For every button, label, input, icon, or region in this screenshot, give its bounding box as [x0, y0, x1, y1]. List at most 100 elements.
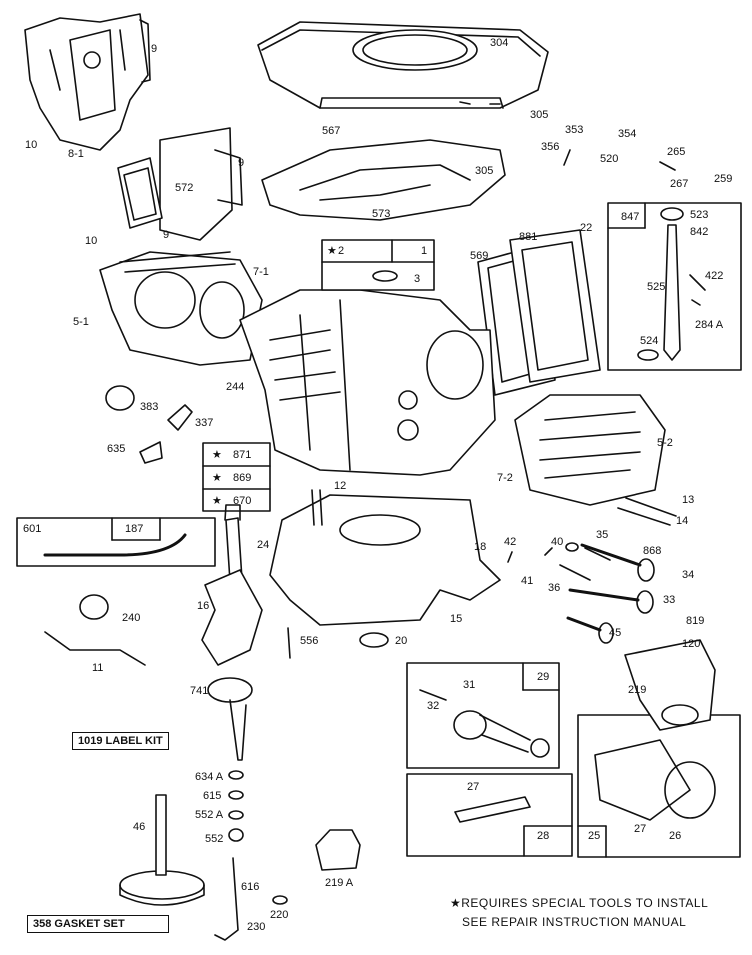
- part-label-2: 2: [338, 245, 345, 257]
- part-label-741: 741: [190, 685, 209, 697]
- part-label-556: 556: [300, 635, 319, 647]
- part-label-305-top: 305: [530, 109, 549, 121]
- part-label-25: 25: [588, 830, 601, 842]
- part-label-24: 24: [257, 539, 270, 551]
- part-label-265: 265: [667, 146, 686, 158]
- cylinder-head-5-1-drawing: [99, 251, 263, 366]
- part-label-523: 523: [690, 209, 709, 221]
- piston-kit-box: [577, 714, 741, 858]
- part-label-868: 868: [643, 545, 662, 557]
- part-label-422: 422: [705, 270, 724, 282]
- part-label-524: 524: [640, 335, 659, 347]
- part-label-219a: 219 A: [325, 877, 354, 889]
- part-label-244: 244: [226, 381, 245, 393]
- wrist-pin-kit-box: [406, 773, 573, 857]
- part-label-27-a: 27: [467, 781, 480, 793]
- connecting-rod-kit-box: [406, 662, 560, 769]
- part-label-10-b: 10: [85, 235, 98, 247]
- part-label-259: 259: [714, 173, 733, 185]
- part-label-847: 847: [621, 211, 640, 223]
- part-label-869: 869: [233, 472, 252, 484]
- crankcase-sump-drawing: [269, 489, 501, 626]
- part-label-3: 3: [414, 273, 421, 285]
- governor-gear-219a-drawing: [315, 829, 361, 871]
- baffle-572-drawing: [117, 127, 243, 241]
- part-label-16: 16: [197, 600, 210, 612]
- part-label-12: 12: [334, 480, 347, 492]
- part-label-27-b: 27: [634, 823, 647, 835]
- part-label-670: 670: [233, 495, 252, 507]
- special-tools-note-line2: SEE REPAIR INSTRUCTION MANUAL: [462, 915, 687, 929]
- part-label-615: 615: [203, 790, 222, 802]
- part-label-31: 31: [463, 679, 476, 691]
- part-label-34: 34: [682, 569, 695, 581]
- part-label-33: 33: [663, 594, 676, 606]
- part-label-18: 18: [474, 541, 487, 553]
- part-label-187: 187: [125, 523, 144, 535]
- part-label-383: 383: [140, 401, 159, 413]
- part-label-353: 353: [565, 124, 584, 136]
- part-label-41: 41: [521, 575, 534, 587]
- fuel-line-kit-box: [16, 517, 216, 567]
- part-label-120: 120: [682, 638, 701, 650]
- label-kit-box: 1019 LABEL KIT: [72, 732, 169, 750]
- part-label-572: 572: [175, 182, 194, 194]
- valves-and-springs-drawing: [559, 497, 677, 644]
- part-label-9-a: 9: [151, 43, 158, 55]
- crankshaft-16-drawing: [201, 504, 263, 761]
- part-label-20: 20: [395, 635, 408, 647]
- part-label-7-2: 7-2: [497, 472, 513, 484]
- part-label-220: 220: [270, 909, 289, 921]
- part-label-569: 569: [470, 250, 489, 262]
- part-label-26: 26: [669, 830, 682, 842]
- part-label-304: 304: [490, 37, 509, 49]
- part-label-36: 36: [548, 582, 561, 594]
- part-label-842: 842: [690, 226, 709, 238]
- camshaft-46-drawing: [119, 794, 205, 906]
- part-label-552a: 552 A: [195, 809, 224, 821]
- part-label-525: 525: [647, 281, 666, 293]
- part-label-240: 240: [122, 612, 141, 624]
- part-label-35: 35: [596, 529, 609, 541]
- part-label-871: 871: [233, 449, 252, 461]
- part-label-5-1: 5-1: [73, 316, 89, 328]
- part-label-573: 573: [372, 208, 391, 220]
- part-label-22: 22: [580, 222, 593, 234]
- part-label-305-mid: 305: [475, 165, 494, 177]
- part-label-881: 881: [519, 231, 538, 243]
- part-label-45: 45: [609, 627, 622, 639]
- part-label-219: 219: [628, 684, 647, 696]
- part-label-871-star: ★: [212, 449, 222, 461]
- shroud-573-drawing: [261, 139, 506, 221]
- part-label-601: 601: [23, 523, 42, 535]
- part-label-15: 15: [450, 613, 463, 625]
- part-label-2-star: ★: [327, 245, 337, 257]
- part-label-13: 13: [682, 494, 695, 506]
- part-label-5-2: 5-2: [657, 437, 673, 449]
- part-label-635: 635: [107, 443, 126, 455]
- part-label-819: 819: [686, 615, 705, 627]
- block-kit-box: [202, 442, 271, 512]
- part-label-1: 1: [421, 245, 428, 257]
- part-label-567: 567: [322, 125, 341, 137]
- part-label-32: 32: [427, 700, 440, 712]
- part-label-28: 28: [537, 830, 550, 842]
- part-label-267: 267: [670, 178, 689, 190]
- part-label-29: 29: [537, 671, 550, 683]
- part-label-356: 356: [541, 141, 560, 153]
- governor-kit-847-box: [607, 202, 742, 371]
- part-label-670-star: ★: [212, 495, 222, 507]
- small-hardware-drawing: [44, 149, 676, 905]
- baffle-8-1-drawing: [24, 13, 151, 151]
- gasket-set-box: 358 GASKET SET: [27, 915, 169, 933]
- part-label-284a: 284 A: [695, 319, 724, 331]
- special-tools-note-line1: ★REQUIRES SPECIAL TOOLS TO INSTALL: [450, 896, 709, 910]
- part-label-10-a: 10: [25, 139, 38, 151]
- part-label-14: 14: [676, 515, 689, 527]
- cylinder-head-gaskets-drawing: [477, 229, 601, 396]
- part-label-230: 230: [247, 921, 266, 933]
- part-label-616: 616: [241, 881, 260, 893]
- cylinder-head-5-2-drawing: [514, 394, 666, 506]
- part-label-9-b: 9: [238, 157, 245, 169]
